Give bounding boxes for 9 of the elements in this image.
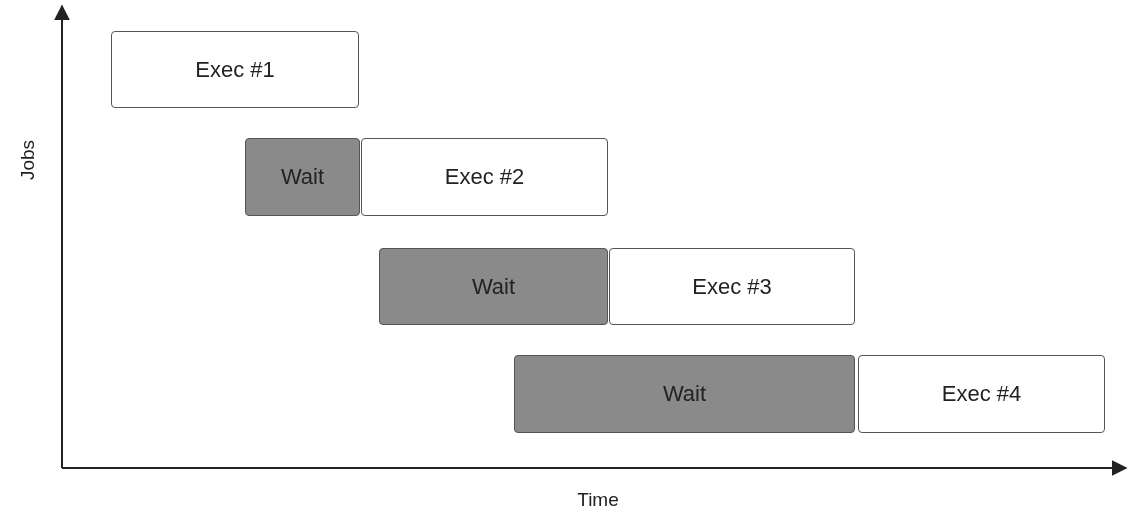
axis-label: Time — [577, 489, 619, 511]
axis-label: Jobs — [17, 139, 39, 181]
exec-bar: Exec #3 — [609, 248, 855, 325]
wait-bar: Wait — [379, 248, 608, 325]
wait-bar: Wait — [514, 355, 855, 433]
exec-bar: Exec #2 — [361, 138, 608, 216]
wait-bar: Wait — [245, 138, 360, 216]
exec-bar: Exec #4 — [858, 355, 1105, 433]
exec-bar: Exec #1 — [111, 31, 359, 108]
